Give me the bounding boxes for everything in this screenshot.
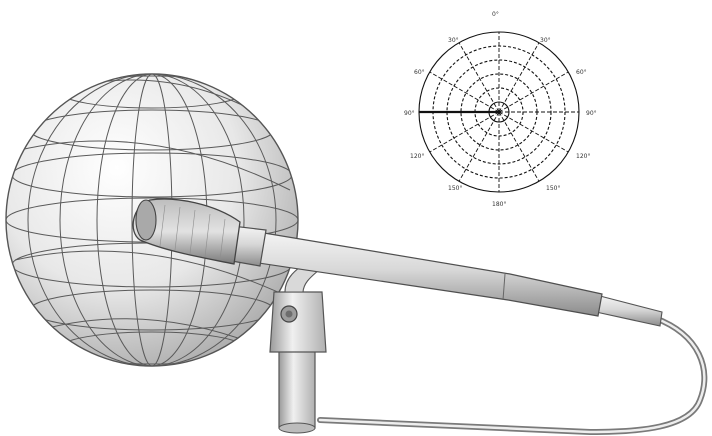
polar-spokes — [419, 32, 579, 192]
polar-label-left-upper: 60° — [414, 69, 425, 76]
polar-spoke — [499, 72, 568, 112]
polar-label-top: 0° — [492, 11, 499, 18]
polar-label-bottom: 180° — [492, 201, 506, 208]
polar-label-right-upper: 60° — [576, 69, 587, 76]
polar-label-top-right: 30° — [540, 37, 551, 44]
polar-spoke — [499, 112, 568, 152]
polar-label-top-left: 30° — [448, 37, 459, 44]
polar-spoke — [430, 72, 499, 112]
polar-label-left-lower: 120° — [410, 153, 424, 160]
polar-label-right: 90° — [586, 110, 597, 117]
polar-spoke — [459, 112, 499, 181]
polar-label-bottom-right: 150° — [546, 185, 560, 192]
polar-spoke — [459, 43, 499, 112]
microphone-cable — [320, 318, 704, 432]
polar-label-bottom-left: 150° — [448, 185, 462, 192]
polar-label-right-lower: 120° — [576, 153, 590, 160]
polar-spoke — [430, 112, 499, 152]
polar-spoke — [499, 112, 539, 181]
polar-label-left: 90° — [404, 110, 415, 117]
polar-spoke — [499, 43, 539, 112]
